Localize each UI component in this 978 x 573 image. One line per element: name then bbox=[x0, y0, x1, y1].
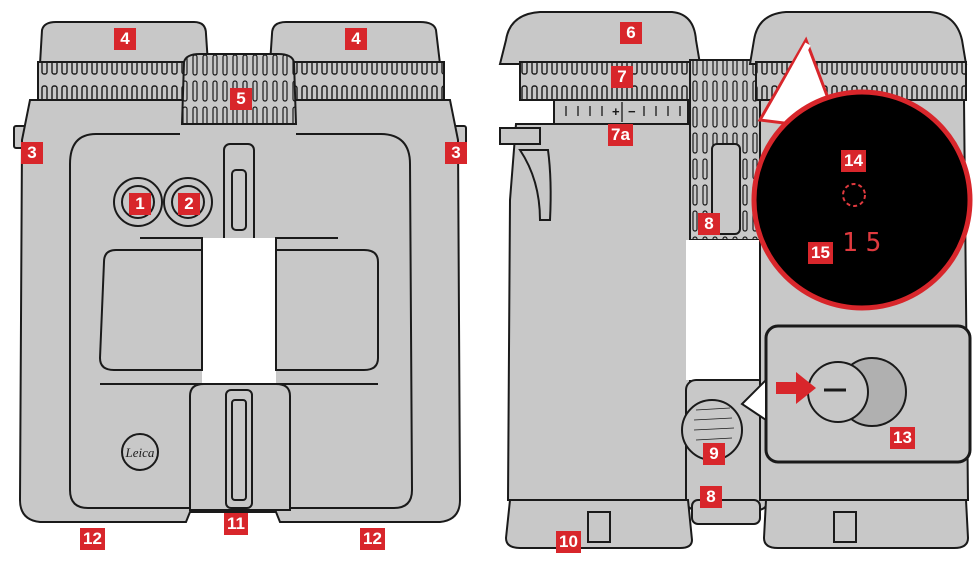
plus-sign: + bbox=[612, 104, 620, 119]
callout-14: 14 bbox=[841, 150, 866, 172]
callout-3-right: 3 bbox=[445, 142, 467, 164]
diopter-scale bbox=[553, 99, 689, 125]
callout-4-left: 4 bbox=[114, 28, 136, 50]
right-pad bbox=[275, 249, 379, 371]
callout-3-left: 3 bbox=[21, 142, 43, 164]
reticle-icon bbox=[842, 183, 866, 207]
left-pad bbox=[98, 249, 203, 371]
callout-15: 15 bbox=[808, 242, 833, 264]
callout-7a: 7a bbox=[608, 124, 633, 146]
display-magnifier bbox=[751, 36, 973, 311]
callout-8-upper: 8 bbox=[698, 213, 720, 235]
callout-10: 10 bbox=[556, 531, 581, 553]
right-tube-eyecup bbox=[748, 11, 968, 65]
callout-6: 6 bbox=[620, 22, 642, 44]
battery-inset bbox=[740, 324, 972, 464]
callout-12-right: 12 bbox=[360, 528, 385, 550]
callout-11: 11 bbox=[224, 513, 248, 535]
minus-sign: − bbox=[628, 104, 636, 119]
callout-2: 2 bbox=[178, 193, 200, 215]
callout-8-lower: 8 bbox=[700, 486, 722, 508]
left-tube-eyecup bbox=[498, 11, 702, 65]
distance-readout: 15 bbox=[842, 228, 890, 258]
battery-cap-closeup bbox=[807, 361, 869, 423]
diopter-scale-marks bbox=[565, 102, 681, 122]
right-tube-bottom bbox=[762, 499, 970, 549]
leica-logo-circle bbox=[121, 433, 159, 471]
center-opening bbox=[202, 238, 276, 384]
callout-9: 9 bbox=[703, 443, 725, 465]
callout-12-left: 12 bbox=[80, 528, 105, 550]
callout-4-right: 4 bbox=[345, 28, 367, 50]
left-tube-strap-lug bbox=[499, 127, 541, 145]
callout-7: 7 bbox=[611, 66, 633, 88]
callout-5: 5 bbox=[230, 88, 252, 110]
left-view-inner-panel bbox=[69, 133, 414, 509]
callout-13: 13 bbox=[890, 427, 915, 449]
leica-logo: Leica bbox=[125, 445, 155, 460]
tripod-slot bbox=[587, 511, 611, 543]
callout-1: 1 bbox=[129, 193, 151, 215]
arrow-icon bbox=[776, 372, 816, 404]
left-tube-diopter-ring bbox=[519, 61, 693, 101]
